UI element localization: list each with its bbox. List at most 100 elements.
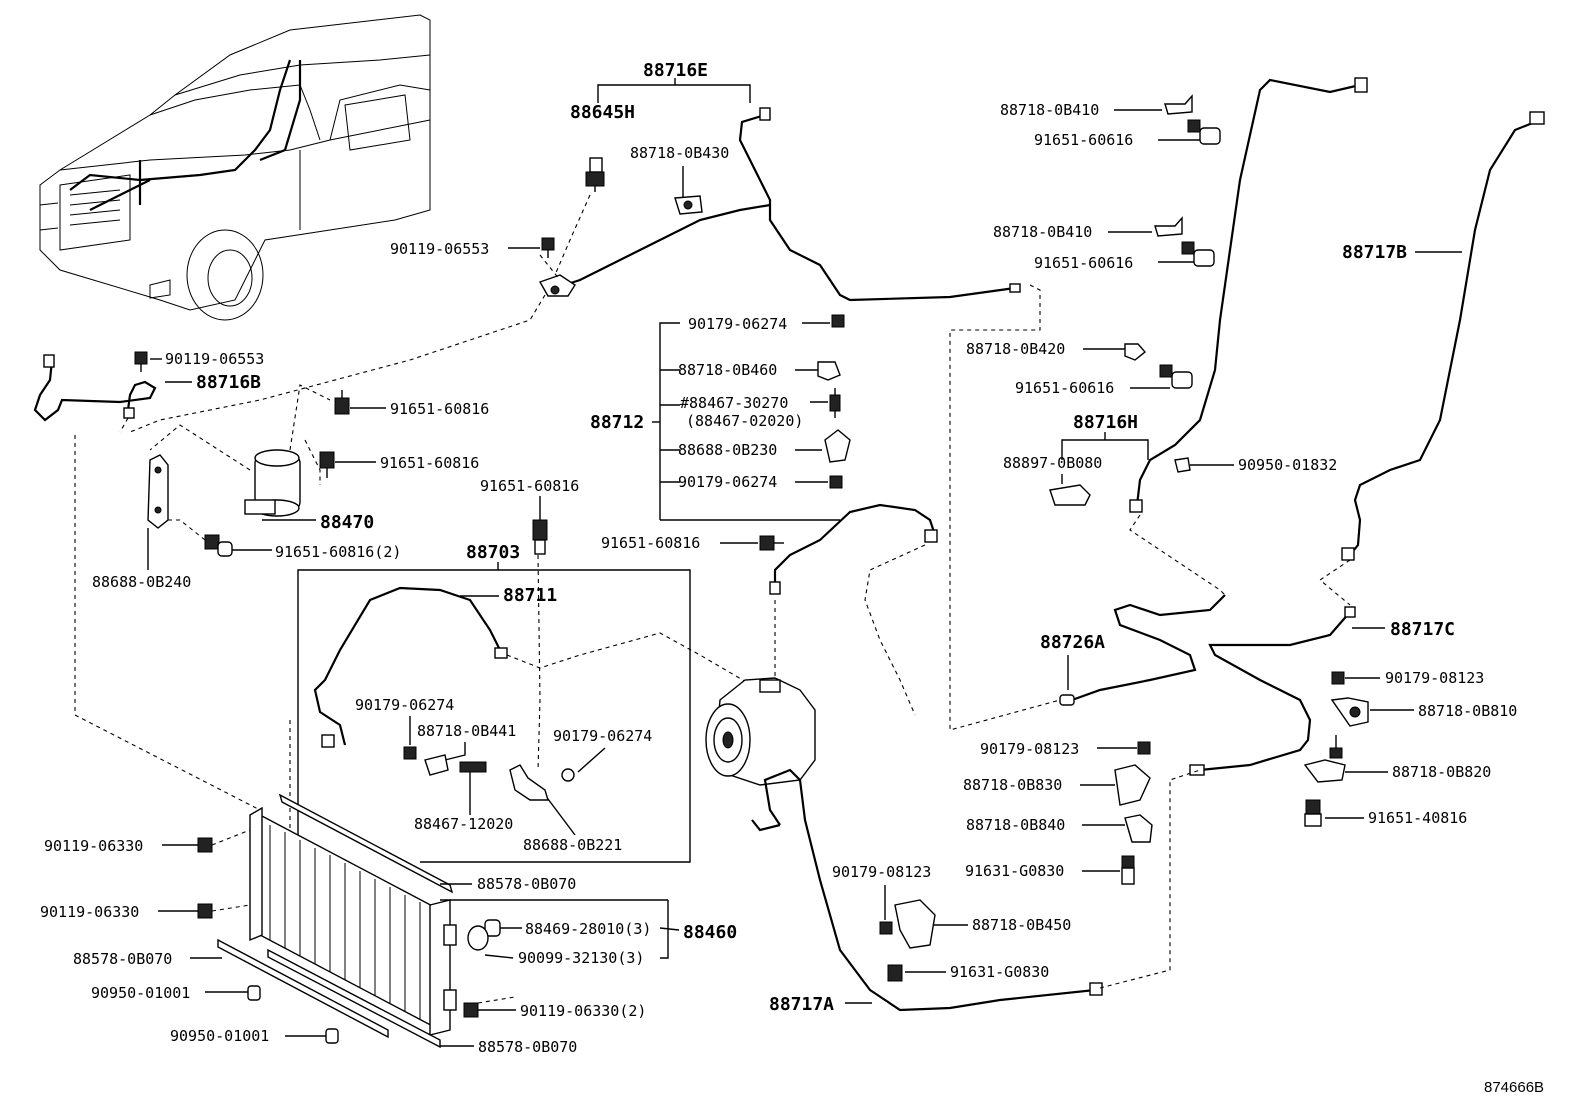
label-88467-12020: 88467-12020 bbox=[414, 815, 513, 833]
part-90950-01001-b bbox=[285, 1028, 339, 1044]
label-88688-0B221: 88688-0B221 bbox=[523, 836, 622, 854]
part-88718-0B430 bbox=[674, 166, 703, 215]
part-90179-06274-d bbox=[795, 475, 843, 489]
label-91651-60816-b: 91651-60816 bbox=[380, 454, 479, 472]
label-88703: 88703 bbox=[466, 542, 520, 563]
part-90179-06274-a bbox=[403, 716, 417, 760]
label-90179-06274-d: 90179-06274 bbox=[678, 473, 777, 491]
label-88716E: 88716E bbox=[643, 60, 708, 81]
part-88718-0B810 bbox=[1330, 697, 1414, 727]
part-88718-0B420 bbox=[1083, 343, 1147, 361]
part-88688-0B240 bbox=[147, 454, 169, 570]
part-88645H bbox=[554, 157, 605, 276]
part-88688-0B230 bbox=[795, 429, 851, 463]
label-88718-0B410-b: 88718-0B410 bbox=[993, 223, 1092, 241]
part-91631-G0830-b bbox=[887, 964, 946, 982]
part-88470 bbox=[149, 384, 331, 521]
label-88726A: 88726A bbox=[1040, 632, 1105, 653]
label-90119-06330-a: 90119-06330 bbox=[44, 837, 143, 855]
label-88688-0B230: 88688-0B230 bbox=[678, 441, 777, 459]
part-88688-0B221 bbox=[509, 554, 576, 836]
part-88718-0B410-b bbox=[1108, 216, 1183, 237]
part-88716B bbox=[33, 354, 192, 433]
label-90179-08123-b: 90179-08123 bbox=[980, 740, 1079, 758]
part-88718-0B450 bbox=[894, 899, 968, 949]
label-91651-60816-2: 91651-60816(2) bbox=[275, 543, 401, 561]
label-90950-01001-a: 90950-01001 bbox=[91, 984, 190, 1002]
label-88578-0B070-b: 88578-0B070 bbox=[73, 950, 172, 968]
part-88718-0B840 bbox=[1082, 814, 1153, 843]
part-91651-60816-b bbox=[319, 451, 376, 478]
label-91651-60616-b: 91651-60616 bbox=[1034, 254, 1133, 272]
part-91651-60616-a bbox=[1158, 119, 1221, 145]
part-91651-40816 bbox=[1304, 799, 1364, 827]
part-91651-60616-c bbox=[1130, 364, 1193, 389]
label-88718-0B410-a: 88718-0B410 bbox=[1000, 101, 1099, 119]
label-90119-06330-b: 90119-06330 bbox=[40, 903, 139, 921]
part-90950-01001-a bbox=[205, 985, 261, 1001]
part-91651-60816-2 bbox=[165, 519, 272, 557]
label-91651-60816-c: 91651-60816 bbox=[480, 477, 579, 495]
label-88470: 88470 bbox=[320, 512, 374, 533]
part-compressor bbox=[705, 677, 816, 786]
label-88467-30270: #88467-30270 bbox=[680, 394, 788, 412]
label-88467-02020: (88467-02020) bbox=[686, 412, 803, 430]
part-91631-G0830-a bbox=[1082, 855, 1135, 885]
label-88718-0B810: 88718-0B810 bbox=[1418, 702, 1517, 720]
label-90119-06330-2: 90119-06330(2) bbox=[520, 1002, 646, 1020]
label-88718-0B840: 88718-0B840 bbox=[966, 816, 1065, 834]
diagram-reference-id: 874666B bbox=[1484, 1079, 1544, 1096]
part-88717C bbox=[1189, 606, 1385, 776]
label-88718-0B441: 88718-0B441 bbox=[417, 722, 516, 740]
vehicle-illustration bbox=[39, 14, 431, 321]
part-condenser bbox=[217, 793, 457, 1049]
label-91651-60616-c: 91651-60616 bbox=[1015, 379, 1114, 397]
label-88716B: 88716B bbox=[196, 372, 261, 393]
label-88718-0B450: 88718-0B450 bbox=[972, 916, 1071, 934]
label-88718-0B820: 88718-0B820 bbox=[1392, 763, 1491, 781]
label-91651-60816-a: 91651-60816 bbox=[390, 400, 489, 418]
part-90179-06274-c bbox=[802, 314, 845, 328]
label-90950-01001-b: 90950-01001 bbox=[170, 1027, 269, 1045]
part-88718-0B460 bbox=[795, 361, 841, 381]
label-90119-06553-lower: 90119-06553 bbox=[165, 350, 264, 368]
part-88717B bbox=[1319, 111, 1545, 606]
part-88726A bbox=[1059, 594, 1226, 706]
label-88578-0B070-c: 88578-0B070 bbox=[478, 1038, 577, 1056]
part-88718-0B820 bbox=[1303, 735, 1388, 783]
part-91651-60616-b bbox=[1158, 241, 1215, 267]
part-90950-01832 bbox=[1174, 457, 1234, 473]
label-88712: 88712 bbox=[590, 412, 644, 433]
part-88469-28010 bbox=[484, 919, 522, 937]
part-88717A bbox=[751, 768, 1201, 1012]
label-88578-0B070-a: 88578-0B070 bbox=[477, 875, 576, 893]
part-90119-06553-lower bbox=[134, 351, 162, 372]
part-88467-12020 bbox=[459, 761, 487, 815]
part-88716H bbox=[1061, 77, 1368, 513]
label-88718-0B460: 88718-0B460 bbox=[678, 361, 777, 379]
label-90179-08123-c: 90179-08123 bbox=[832, 863, 931, 881]
label-88711: 88711 bbox=[503, 585, 557, 606]
label-88718-0B420: 88718-0B420 bbox=[966, 340, 1065, 358]
part-90119-06330-a bbox=[162, 829, 251, 853]
label-90179-08123-a: 90179-08123 bbox=[1385, 669, 1484, 687]
part-90179-08123-a bbox=[1331, 671, 1380, 685]
part-88467-30270 bbox=[810, 388, 841, 418]
label-88645H: 88645H bbox=[570, 102, 635, 123]
label-90119-06553-upper: 90119-06553 bbox=[390, 240, 489, 258]
label-88717B: 88717B bbox=[1342, 242, 1407, 263]
label-91651-60616-a: 91651-60616 bbox=[1034, 131, 1133, 149]
part-88718-0B441 bbox=[424, 742, 466, 776]
label-88460: 88460 bbox=[683, 922, 737, 943]
label-90099-32130: 90099-32130(3) bbox=[518, 949, 644, 967]
part-91651-60816-a bbox=[334, 390, 386, 415]
box-88703 bbox=[297, 562, 691, 863]
group-88712 bbox=[652, 322, 840, 521]
part-91651-60816-c bbox=[532, 496, 548, 555]
label-90179-06274-a: 90179-06274 bbox=[355, 696, 454, 714]
label-88717A: 88717A bbox=[769, 994, 834, 1015]
label-91651-60816-d: 91651-60816 bbox=[601, 534, 700, 552]
label-90179-06274-b: 90179-06274 bbox=[553, 727, 652, 745]
